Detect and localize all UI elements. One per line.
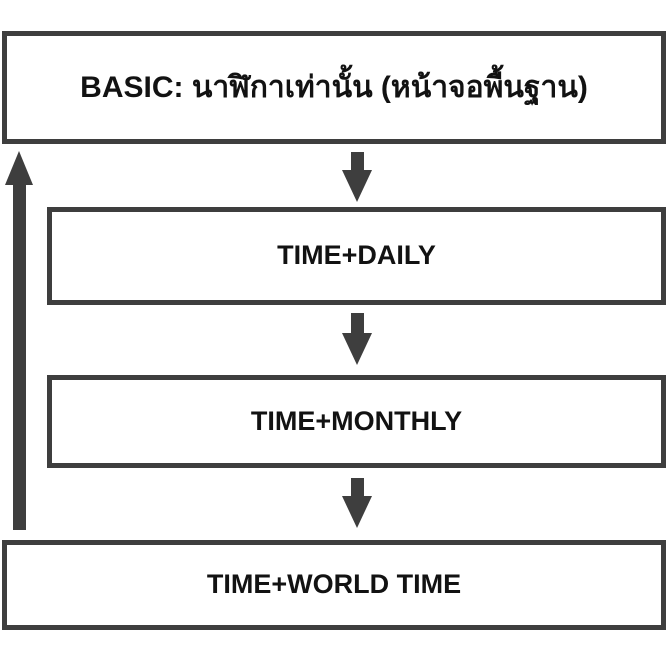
flow-node-time-world-label: TIME+WORLD TIME: [206, 569, 462, 600]
arrow-down-icon: [342, 478, 372, 528]
arrow-head: [342, 496, 372, 528]
flow-node-basic: BASIC: นาฬิกาเท่านั้น (หน้าจอพื้นฐาน): [2, 31, 666, 144]
arrow-down-icon: [342, 313, 372, 365]
arrow-head: [342, 333, 372, 365]
flow-node-time-world: TIME+WORLD TIME: [2, 540, 666, 630]
arrow-up-icon: [5, 151, 33, 530]
arrow-shaft: [350, 152, 364, 170]
arrow-shaft: [350, 478, 364, 496]
flow-node-basic-label: BASIC: นาฬิกาเท่านั้น (หน้าจอพื้นฐาน): [80, 71, 588, 104]
arrow-shaft: [12, 185, 26, 530]
flow-node-time-monthly: TIME+MONTHLY: [47, 375, 666, 468]
arrow-shaft: [350, 313, 364, 333]
flow-node-time-monthly-label: TIME+MONTHLY: [250, 405, 463, 436]
flow-node-time-daily-label: TIME+DAILY: [277, 240, 436, 271]
arrow-down-icon: [342, 152, 372, 202]
flow-node-time-daily: TIME+DAILY: [47, 207, 666, 305]
arrow-head: [342, 170, 372, 202]
arrow-head: [5, 151, 33, 185]
